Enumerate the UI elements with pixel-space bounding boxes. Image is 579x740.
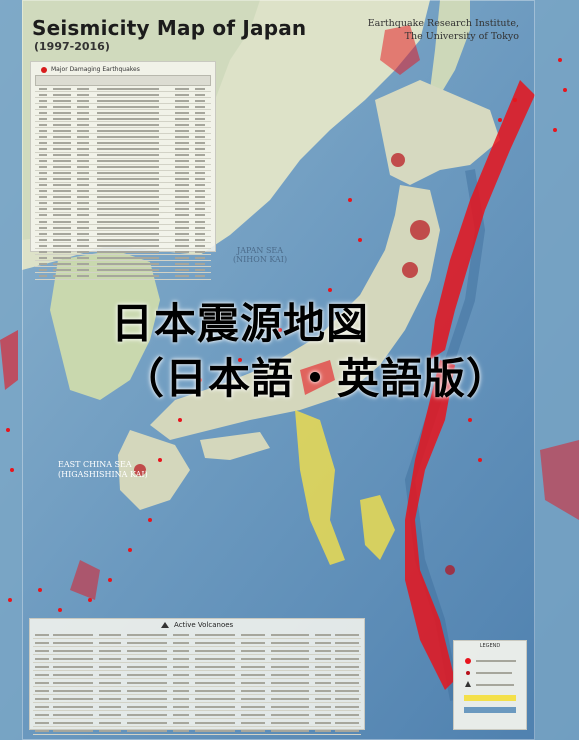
- table-row: [33, 679, 361, 687]
- table-row: [35, 255, 211, 262]
- table-row: [35, 219, 211, 226]
- table-row: [35, 261, 211, 268]
- table-row: [35, 98, 211, 105]
- volcano-table-header: Active Volcanoes: [30, 619, 364, 631]
- table-row: [33, 631, 361, 639]
- table-row: [33, 639, 361, 647]
- table-row: [35, 128, 211, 135]
- table-row: [35, 207, 211, 213]
- table-row: [35, 195, 211, 201]
- overlay-title-japanese: 日本震源地図: [111, 299, 370, 348]
- triangle-icon: [160, 622, 169, 628]
- table-row: [33, 687, 361, 695]
- honshu-landmass: [150, 185, 440, 440]
- japan-sea-label-line-1: JAPAN SEA: [237, 246, 284, 255]
- korea-landmass: [50, 250, 160, 400]
- table-row: [35, 116, 211, 123]
- earthquake-table-columns: [35, 75, 211, 86]
- table-row: [33, 663, 361, 671]
- table-row: [35, 134, 211, 141]
- table-row: [35, 273, 211, 280]
- table-row: [35, 140, 211, 147]
- hokkaido-landmass: [375, 80, 500, 185]
- kyushu-landmass: [118, 430, 190, 510]
- earthquake-table-rows: [31, 86, 215, 280]
- table-row: [35, 86, 211, 93]
- table-row: [35, 183, 211, 189]
- volcano-table: Active Volcanoes: [29, 618, 365, 735]
- table-row: [35, 231, 211, 238]
- table-row: [35, 201, 211, 207]
- earthquake-table-header: Major Damaging Earthquakes: [31, 62, 215, 75]
- table-row: [35, 104, 211, 111]
- table-row: [35, 189, 211, 195]
- table-row: [35, 243, 211, 250]
- table-row: [35, 267, 211, 274]
- japan-sea-label: JAPAN SEA (NIHON KAI): [233, 246, 287, 264]
- table-row: [35, 159, 211, 165]
- table-row: [35, 237, 211, 244]
- institute-credit: Earthquake Research Institute, The Unive…: [368, 17, 519, 43]
- table-row: [33, 727, 361, 735]
- table-row: [35, 153, 211, 159]
- table-row: [33, 703, 361, 711]
- legend-symbols: [464, 658, 516, 713]
- table-row: [35, 249, 211, 256]
- table-row: [35, 213, 211, 220]
- table-row: [35, 225, 211, 232]
- table-row: [35, 165, 211, 171]
- map-period: (1997-2016): [34, 40, 110, 53]
- legend-title: LEGEND: [479, 643, 501, 649]
- japan-sea-label-line-2: (NIHON KAI): [233, 255, 288, 264]
- map-legend: LEGEND: [453, 640, 527, 730]
- table-row: [33, 719, 361, 727]
- table-row: [35, 177, 211, 183]
- institute-line-1: Earthquake Research Institute,: [367, 18, 519, 29]
- table-row: [35, 146, 211, 153]
- table-row: [33, 647, 361, 655]
- table-row: [35, 171, 211, 177]
- table-row: [35, 110, 211, 117]
- earthquake-table-title: Major Damaging Earthquakes: [51, 66, 140, 73]
- sakhalin-landmass: [430, 0, 470, 95]
- volcano-table-rows: [30, 631, 364, 735]
- volcano-table-title: Active Volcanoes: [174, 621, 234, 629]
- red-dot-icon: [41, 67, 47, 73]
- table-row: [35, 92, 211, 99]
- institute-line-2: The University of Tokyo: [404, 31, 519, 42]
- table-row: [33, 711, 361, 719]
- overlay-subtitle-languages: （日本語・英語版）: [122, 354, 510, 403]
- table-row: [33, 695, 361, 703]
- table-row: [33, 655, 361, 663]
- east-china-sea-label-line-2: (HIGASHISHINA KAI): [58, 470, 148, 479]
- east-china-sea-label: EAST CHINA SEA (HIGASHISHINA KAI): [58, 460, 148, 480]
- earthquake-table: Major Damaging Earthquakes: [30, 61, 216, 280]
- map-title: Seismicity Map of Japan: [32, 16, 307, 40]
- table-row: [35, 122, 211, 129]
- east-china-sea-label-line-1: EAST CHINA SEA: [58, 460, 132, 469]
- table-row: [33, 671, 361, 679]
